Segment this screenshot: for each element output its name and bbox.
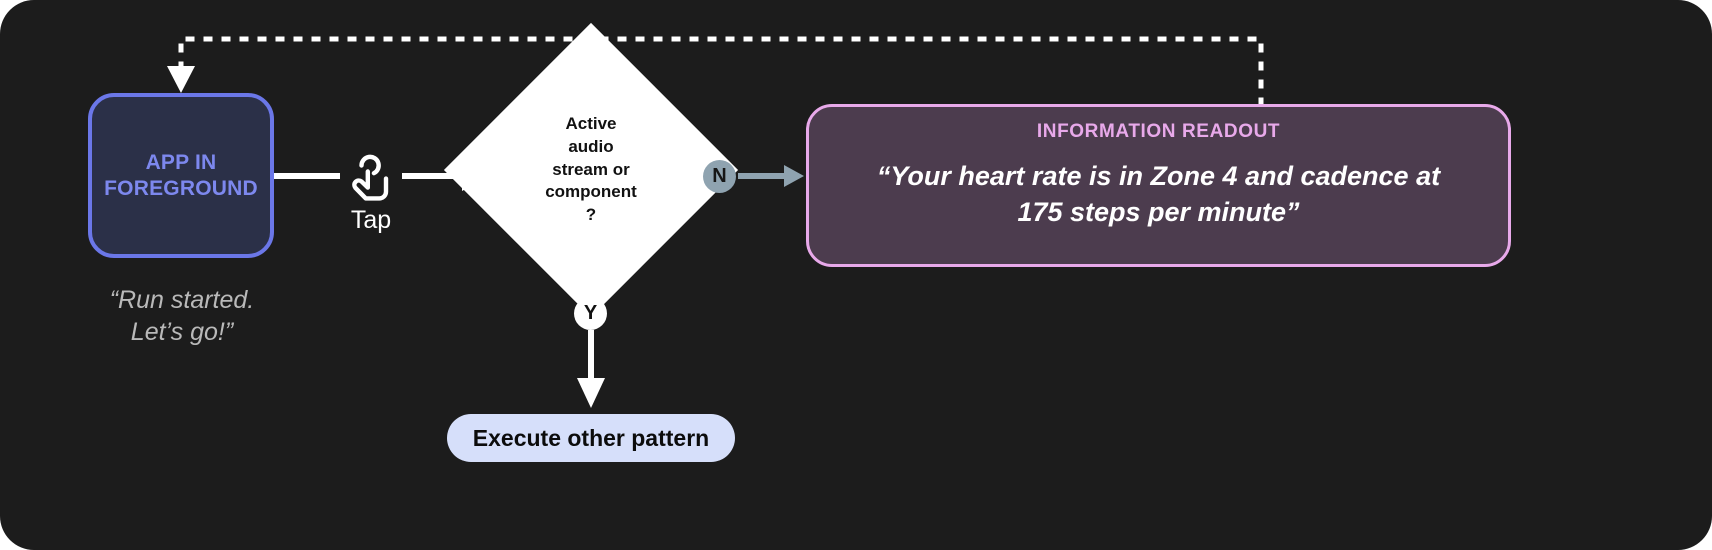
node-information-readout[interactable]: INFORMATION READOUT “Your heart rate is …	[806, 104, 1511, 267]
tap-gesture-label: Tap	[350, 206, 392, 234]
branch-badge-no: N	[703, 160, 736, 193]
branch-badge-yes-label: Y	[583, 302, 598, 324]
readout-title: INFORMATION READOUT	[1036, 121, 1281, 142]
decision-label-line5: ?	[585, 205, 597, 225]
readout-body-line1: “Your heart rate is in Zone 4 and cadenc…	[876, 161, 1441, 191]
arrowhead-no-to-readout	[784, 165, 804, 187]
node-decision-audio-stream[interactable]: Active audio stream or component ?	[443, 22, 739, 318]
decision-label: Active audio stream or component ?	[487, 66, 695, 274]
app-node-label-line1: APP IN	[145, 150, 217, 174]
decision-label-line2: audio	[568, 136, 614, 156]
tap-gesture-icon	[334, 148, 408, 202]
readout-body: “Your heart rate is in Zone 4 and cadenc…	[843, 159, 1474, 231]
app-caption-line1: “Run started.	[109, 286, 255, 314]
app-node-label-line2: FOREGROUND	[104, 176, 258, 200]
tap-gesture-group: Tap	[334, 148, 408, 233]
app-node-caption: “Run started. Let’s go!”	[60, 285, 304, 348]
decision-label-line4: component	[545, 182, 637, 202]
readout-body-line2: 175 steps per minute”	[1017, 196, 1300, 227]
decision-label-line1: Active	[565, 114, 617, 134]
connector-readout-to-app	[178, 36, 1264, 107]
app-node-label: APP IN FOREGROUND	[104, 150, 258, 201]
arrowhead-readout-to-app	[167, 66, 195, 93]
branch-badge-no-label: N	[712, 165, 727, 187]
app-caption-line2: Let’s go!”	[130, 317, 234, 346]
node-app-in-foreground[interactable]: APP IN FOREGROUND	[88, 93, 274, 258]
execute-pill-label: Execute other pattern	[472, 424, 710, 451]
node-execute-other-pattern[interactable]: Execute other pattern	[447, 414, 735, 462]
arrowhead-yes-to-execute	[577, 378, 605, 408]
branch-badge-yes: Y	[574, 297, 607, 330]
decision-label-line3: stream or	[552, 159, 630, 179]
